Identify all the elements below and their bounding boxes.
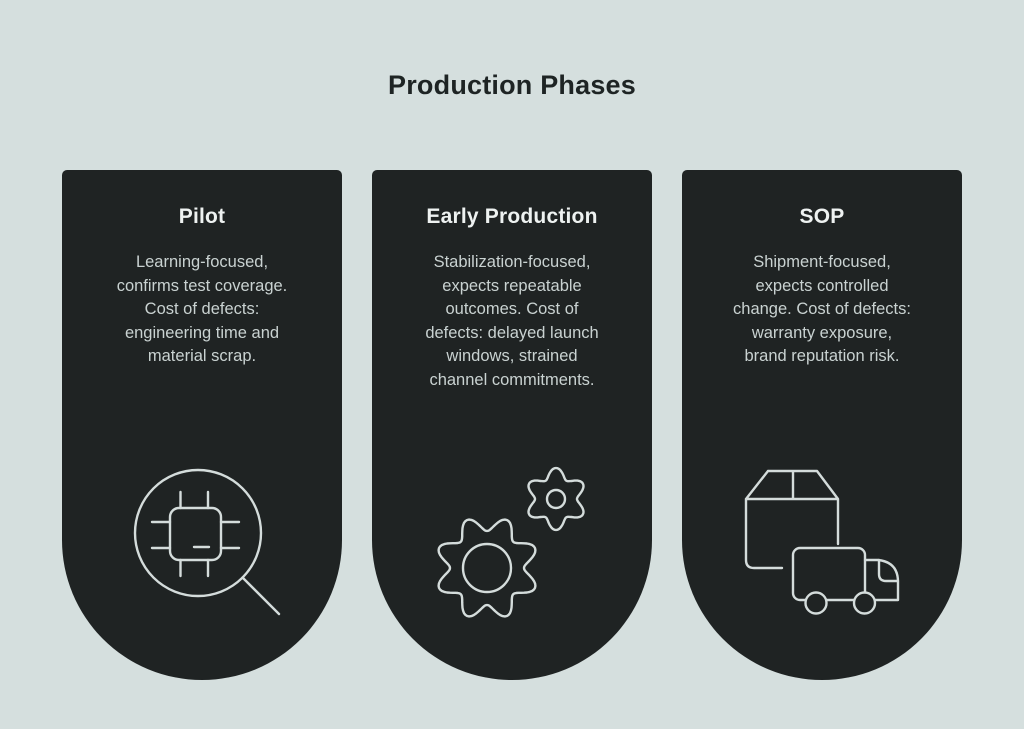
card-description: Shipment-focused, expects controlled cha… xyxy=(733,253,911,365)
chip-magnifier-icon xyxy=(122,458,282,618)
card-description: Learning-focused, confirms test coverage… xyxy=(116,253,288,365)
phase-cards-row: Pilot Learning-focused, confirms test co… xyxy=(0,170,1024,680)
phase-card-sop: SOP Shipment-focused, expects controlled… xyxy=(682,170,962,680)
gears-icon xyxy=(434,466,590,622)
box-truck-icon xyxy=(744,466,900,618)
phase-card-early-production: Early Production Stabilization-focused, … xyxy=(372,170,652,680)
card-title: SOP xyxy=(799,205,845,228)
card-title: Pilot xyxy=(178,205,226,228)
card-description: Stabilization-focused, expects repeatabl… xyxy=(425,253,599,389)
phase-card-pilot: Pilot Learning-focused, confirms test co… xyxy=(62,170,342,680)
page-title: Production Phases xyxy=(388,70,636,100)
card-title: Early Production xyxy=(426,205,598,228)
production-phases-infographic: Production Phases Pilot Learning-focused… xyxy=(0,70,1024,729)
